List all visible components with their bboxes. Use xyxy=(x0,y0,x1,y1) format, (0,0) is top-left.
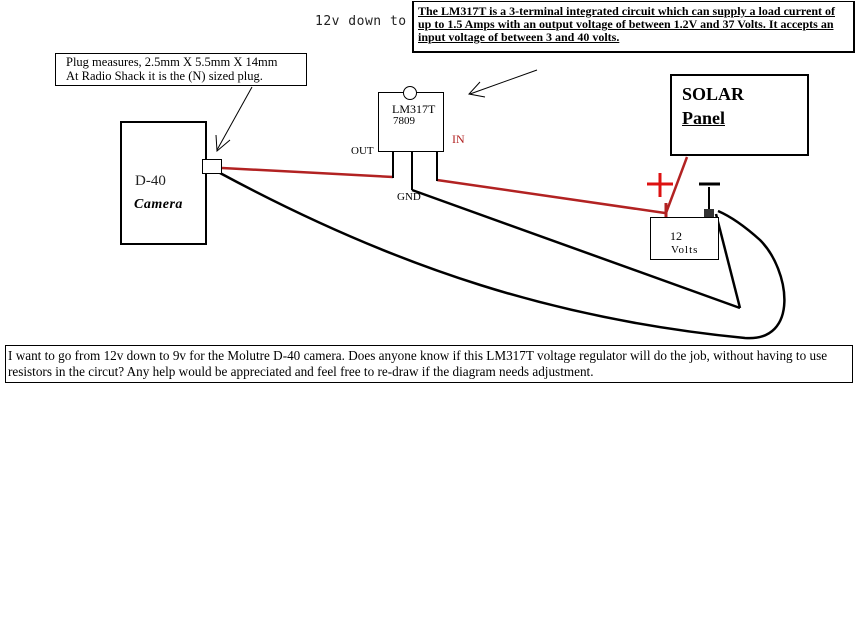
battery-negative-post xyxy=(704,209,714,217)
camera-label: Camera xyxy=(134,197,183,212)
wire-camera-to-out xyxy=(221,166,394,179)
pin-gnd-label: GND xyxy=(397,191,421,203)
question-text-box: I want to go from 12v down to 9v for the… xyxy=(5,345,853,383)
plug-note-line2: At Radio Shack it is the (N) sized plug. xyxy=(66,69,263,83)
battery-box xyxy=(650,217,719,260)
wire-battery-negative-drop xyxy=(714,213,742,309)
diagram-title: 12v down to 9v xyxy=(315,14,432,29)
camera-box xyxy=(120,121,207,245)
wire-gnd-to-battery xyxy=(411,188,741,310)
regulator-mount-hole xyxy=(403,86,417,100)
battery-voltage: 12 xyxy=(670,229,682,243)
regulator-name: LM317T xyxy=(392,102,436,116)
solar-panel-box: SOLAR Panel xyxy=(670,74,809,156)
plug-note-line1: Plug measures, 2.5mm X 5.5mm X 14mm xyxy=(66,55,278,69)
lm317t-info-box: The LM317T is a 3-terminal integrated ci… xyxy=(412,1,855,53)
camera-plug xyxy=(202,159,222,174)
question-text: I want to go from 12v down to 9v for the… xyxy=(8,348,828,379)
pin-in-label: IN xyxy=(452,132,465,146)
wire-camera-ground-loop xyxy=(219,171,786,340)
arrow-regulator-head xyxy=(468,81,486,98)
regulator-alt-name: 7809 xyxy=(393,115,415,127)
plug-note-box: Plug measures, 2.5mm X 5.5mm X 14mm At R… xyxy=(55,53,307,86)
wire-solar-positive xyxy=(664,156,689,214)
lm317t-info-text: The LM317T is a 3-terminal integrated ci… xyxy=(418,4,835,44)
arrow-regulator-shaft xyxy=(469,69,538,95)
arrow-plug-head xyxy=(215,134,231,153)
pin-out-label: OUT xyxy=(351,145,374,157)
solar-panel-line2: Panel xyxy=(682,108,725,128)
arrow-plug-shaft xyxy=(216,86,253,151)
wire-in-to-battery xyxy=(436,178,666,215)
camera-model: D-40 xyxy=(135,173,166,189)
battery-unit: Volts xyxy=(671,244,699,256)
solar-panel-line1: SOLAR xyxy=(682,84,745,104)
